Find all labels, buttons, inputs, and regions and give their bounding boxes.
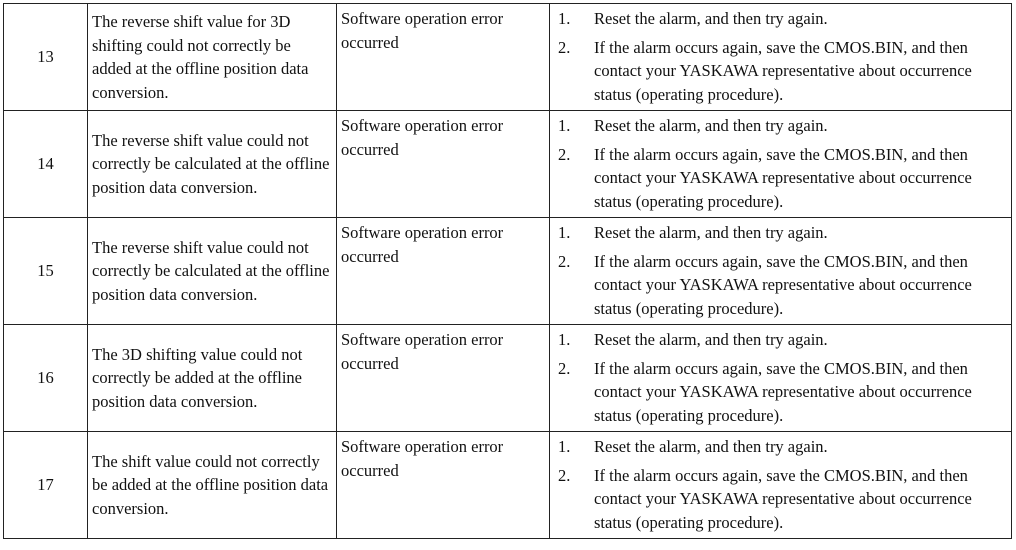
step-text: If the alarm occurs again, save the CMOS… [594,358,972,425]
alarm-number-cell: 17 [3,431,88,539]
table-row: 14 The reverse shift value could not cor… [3,110,1012,218]
cause-cell: The reverse shift value could not correc… [87,110,337,218]
remedy-step: 2. If the alarm occurs again, save the C… [558,250,1003,321]
alarm-number-cell: 13 [3,3,88,111]
content-cell: Software operation error occurred [336,110,550,218]
cause-cell: The shift value could not correctly be a… [87,431,337,539]
alarm-number: 14 [37,154,54,174]
step-number: 2. [558,144,571,164]
table-row: 13 The reverse shift value for 3D shifti… [3,3,1012,111]
remedy-cell: 1. Reset the alarm, and then try again. … [549,324,1012,432]
alarm-number: 16 [37,368,54,388]
content-cell: Software operation error occurred [336,217,550,325]
alarm-number-cell: 15 [3,217,88,325]
step-text: Reset the alarm, and then try again. [594,9,828,28]
remedy-step: 1. Reset the alarm, and then try again. [558,7,1003,31]
cause-cell: The reverse shift value for 3D shifting … [87,3,337,111]
remedy-step: 2. If the alarm occurs again, save the C… [558,143,1003,214]
content-cell: Software operation error occurred [336,3,550,111]
remedy-step: 1. Reset the alarm, and then try again. [558,435,1003,459]
table-row: 16 The 3D shifting value could not corre… [3,324,1012,432]
step-text: If the alarm occurs again, save the CMOS… [594,251,972,318]
cause-cell: The reverse shift value could not correc… [87,217,337,325]
alarm-number: 15 [37,261,54,281]
table-row: 15 The reverse shift value could not cor… [3,217,1012,325]
alarm-number-cell: 14 [3,110,88,218]
alarm-number: 13 [37,47,54,67]
step-number: 1. [558,223,571,242]
remedy-cell: 1. Reset the alarm, and then try again. … [549,431,1012,539]
step-number: 1. [558,9,571,28]
remedy-step: 1. Reset the alarm, and then try again. [558,221,1003,245]
remedy-cell: 1. Reset the alarm, and then try again. … [549,3,1012,111]
alarm-table-body: 13 The reverse shift value for 3D shifti… [3,3,1012,539]
step-text: Reset the alarm, and then try again. [594,330,828,349]
remedy-step: 2. If the alarm occurs again, save the C… [558,464,1003,535]
step-text: If the alarm occurs again, save the CMOS… [594,144,972,211]
step-number: 2. [558,251,571,271]
step-text: Reset the alarm, and then try again. [594,437,828,456]
step-number: 2. [558,358,571,378]
step-number: 2. [558,37,571,57]
step-text: If the alarm occurs again, save the CMOS… [594,37,972,104]
alarm-number: 17 [37,475,54,495]
step-text: If the alarm occurs again, save the CMOS… [594,465,972,532]
remedy-cell: 1. Reset the alarm, and then try again. … [549,110,1012,218]
content-cell: Software operation error occurred [336,431,550,539]
remedy-cell: 1. Reset the alarm, and then try again. … [549,217,1012,325]
remedy-step: 2. If the alarm occurs again, save the C… [558,36,1003,107]
step-number: 1. [558,116,571,135]
alarm-number-cell: 16 [3,324,88,432]
remedy-step: 1. Reset the alarm, and then try again. [558,328,1003,352]
step-text: Reset the alarm, and then try again. [594,223,828,242]
step-number: 2. [558,465,571,485]
table-row: 17 The shift value could not correctly b… [3,431,1012,539]
step-text: Reset the alarm, and then try again. [594,116,828,135]
alarm-table: 13 The reverse shift value for 3D shifti… [3,3,1012,539]
step-number: 1. [558,330,571,349]
step-number: 1. [558,437,571,456]
cause-cell: The 3D shifting value could not correctl… [87,324,337,432]
content-cell: Software operation error occurred [336,324,550,432]
remedy-step: 1. Reset the alarm, and then try again. [558,114,1003,138]
remedy-step: 2. If the alarm occurs again, save the C… [558,357,1003,428]
